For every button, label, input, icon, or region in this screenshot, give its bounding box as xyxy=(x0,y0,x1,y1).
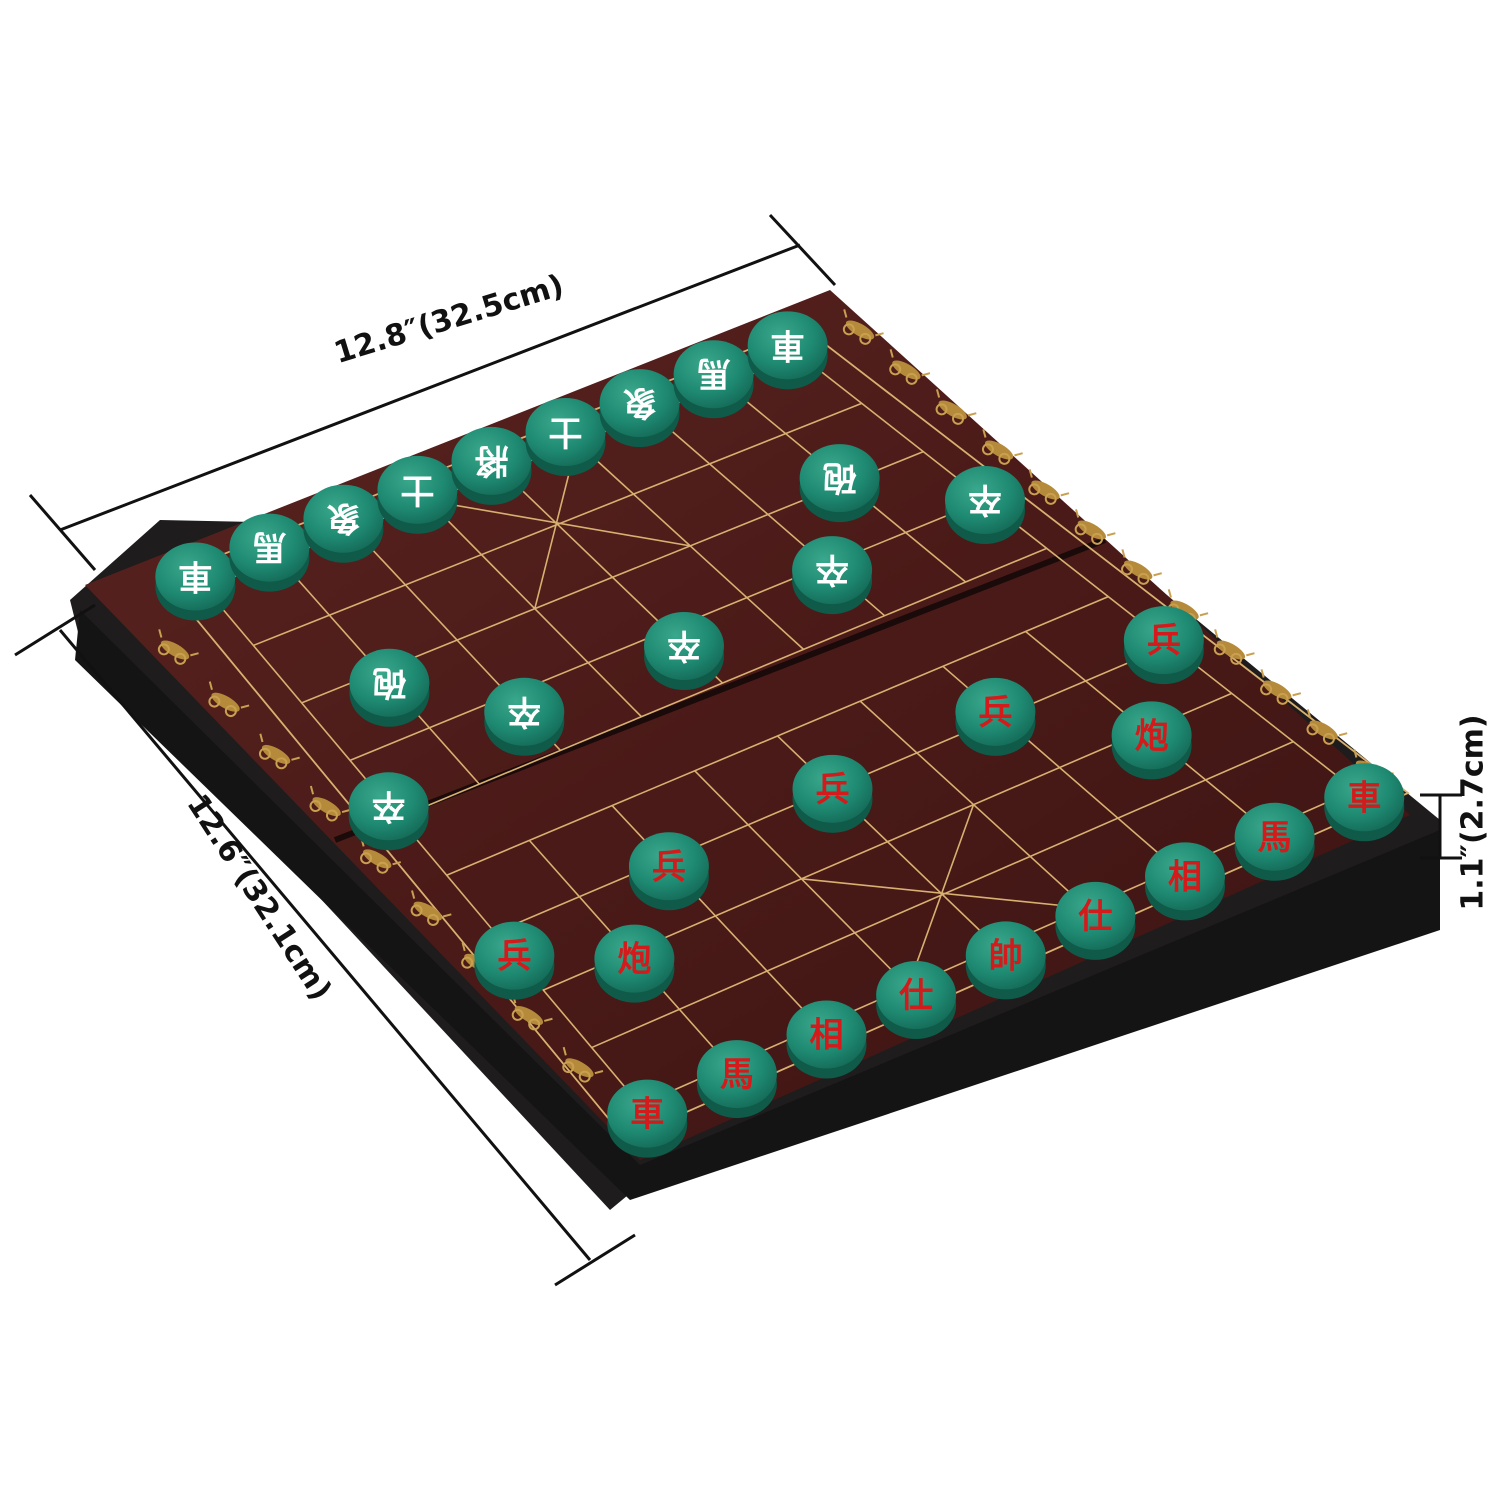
white-piece: 車 xyxy=(155,542,236,621)
depth-dimension-marker xyxy=(14,603,636,1287)
chariot-horse-icon xyxy=(1213,629,1255,665)
piece-character: 卒 xyxy=(815,549,849,589)
white-piece: 卒 xyxy=(792,536,873,615)
white-piece: 卒 xyxy=(348,772,429,851)
red-piece: 車 xyxy=(1324,763,1405,842)
red-piece: 兵 xyxy=(628,832,709,911)
chariot-horse-icon xyxy=(1121,549,1162,585)
piece-character: 兵 xyxy=(497,937,531,977)
piece-character: 仕 xyxy=(1078,897,1112,937)
piece-character: 炮 xyxy=(617,940,651,980)
red-piece: 兵 xyxy=(1123,606,1204,685)
piece-character: 相 xyxy=(1168,857,1202,897)
piece-character: 卒 xyxy=(372,785,406,825)
piece-character: 卒 xyxy=(667,625,701,665)
white-piece: 卒 xyxy=(644,612,724,691)
white-piece: 馬 xyxy=(673,340,754,419)
palace-diagonal xyxy=(801,878,1087,909)
white-piece: 士 xyxy=(377,455,458,534)
white-piece: 砲 xyxy=(799,444,880,523)
piece-character: 仕 xyxy=(899,976,933,1016)
piece-character: 將 xyxy=(475,440,509,480)
grid-file-line xyxy=(204,587,641,1106)
grid-file-line xyxy=(576,441,805,650)
border-decorations xyxy=(157,309,1394,1135)
red-piece: 馬 xyxy=(696,1040,777,1119)
piece-character: 馬 xyxy=(1258,818,1292,858)
piece-character: 兵 xyxy=(652,847,686,887)
piece-character: 士 xyxy=(549,411,583,451)
red-piece: 馬 xyxy=(1234,802,1315,881)
chariot-horse-icon xyxy=(842,309,884,345)
red-piece: 兵 xyxy=(474,921,555,1000)
red-piece: 仕 xyxy=(876,960,957,1039)
piece-character: 車 xyxy=(1347,778,1381,818)
white-piece: 象 xyxy=(303,484,384,563)
chariot-horse-icon xyxy=(1260,669,1302,705)
piece-character: 象 xyxy=(326,498,360,538)
white-piece: 車 xyxy=(747,311,828,390)
white-piece: 象 xyxy=(599,369,680,448)
red-piece: 相 xyxy=(786,1000,867,1079)
palace-diagonal xyxy=(907,804,975,988)
red-piece: 車 xyxy=(607,1079,688,1158)
piece-character: 炮 xyxy=(1135,716,1169,756)
piece-character: 帥 xyxy=(989,936,1023,976)
piece-character: 馬 xyxy=(697,353,731,393)
piece-character: 卒 xyxy=(968,479,1002,519)
white-piece: 將 xyxy=(451,426,532,505)
chariot-horse-icon xyxy=(1306,709,1348,745)
piece-character: 兵 xyxy=(978,693,1012,733)
piece-character: 馬 xyxy=(720,1055,754,1095)
chariot-horse-icon xyxy=(562,1046,604,1083)
height-dimension-marker xyxy=(1420,793,1462,860)
chariot-horse-icon xyxy=(935,389,977,425)
piece-character: 車 xyxy=(178,556,212,596)
piece-character: 兵 xyxy=(1147,621,1181,661)
chariot-horse-icon xyxy=(1028,469,1070,505)
height-dimension-label: 1.1″(2.7cm) xyxy=(1455,714,1491,911)
chariot-horse-icon xyxy=(309,785,351,822)
piece-character: 車 xyxy=(630,1095,664,1135)
chariot-horse-icon xyxy=(410,890,452,926)
piece-character: 相 xyxy=(810,1016,844,1056)
chariot-horse-icon xyxy=(157,629,199,665)
grid-file-line xyxy=(799,354,1356,791)
white-piece: 卒 xyxy=(945,466,1025,544)
piece-character: 象 xyxy=(623,382,657,422)
red-piece: 兵 xyxy=(955,677,1036,756)
piece-character: 砲 xyxy=(823,457,857,497)
red-piece: 炮 xyxy=(1111,701,1192,780)
palace-diagonal xyxy=(427,499,691,547)
white-piece: 卒 xyxy=(484,677,565,756)
piece-character: 砲 xyxy=(372,662,406,702)
chariot-horse-icon xyxy=(208,681,250,718)
piece-character: 馬 xyxy=(252,527,286,567)
board-side-bottom xyxy=(75,610,1440,1200)
white-piece: 士 xyxy=(525,398,606,477)
white-piece: 馬 xyxy=(229,513,310,592)
chariot-horse-icon xyxy=(889,349,931,385)
piece-character: 車 xyxy=(771,324,805,364)
piece-character: 士 xyxy=(400,469,434,509)
piece-character: 兵 xyxy=(816,770,850,810)
red-piece: 炮 xyxy=(594,924,675,1003)
chariot-horse-icon xyxy=(1074,509,1116,545)
red-piece: 兵 xyxy=(792,754,873,833)
width-dimension-marker xyxy=(28,213,837,571)
chariot-horse-icon xyxy=(258,733,300,770)
red-piece: 仕 xyxy=(1055,881,1136,960)
grid-file-line xyxy=(427,500,643,718)
white-piece: 砲 xyxy=(349,648,430,727)
piece-character: 卒 xyxy=(507,691,541,731)
red-piece: 相 xyxy=(1145,842,1225,921)
chariot-horse-icon xyxy=(981,429,1023,465)
red-piece: 帥 xyxy=(965,921,1046,1000)
